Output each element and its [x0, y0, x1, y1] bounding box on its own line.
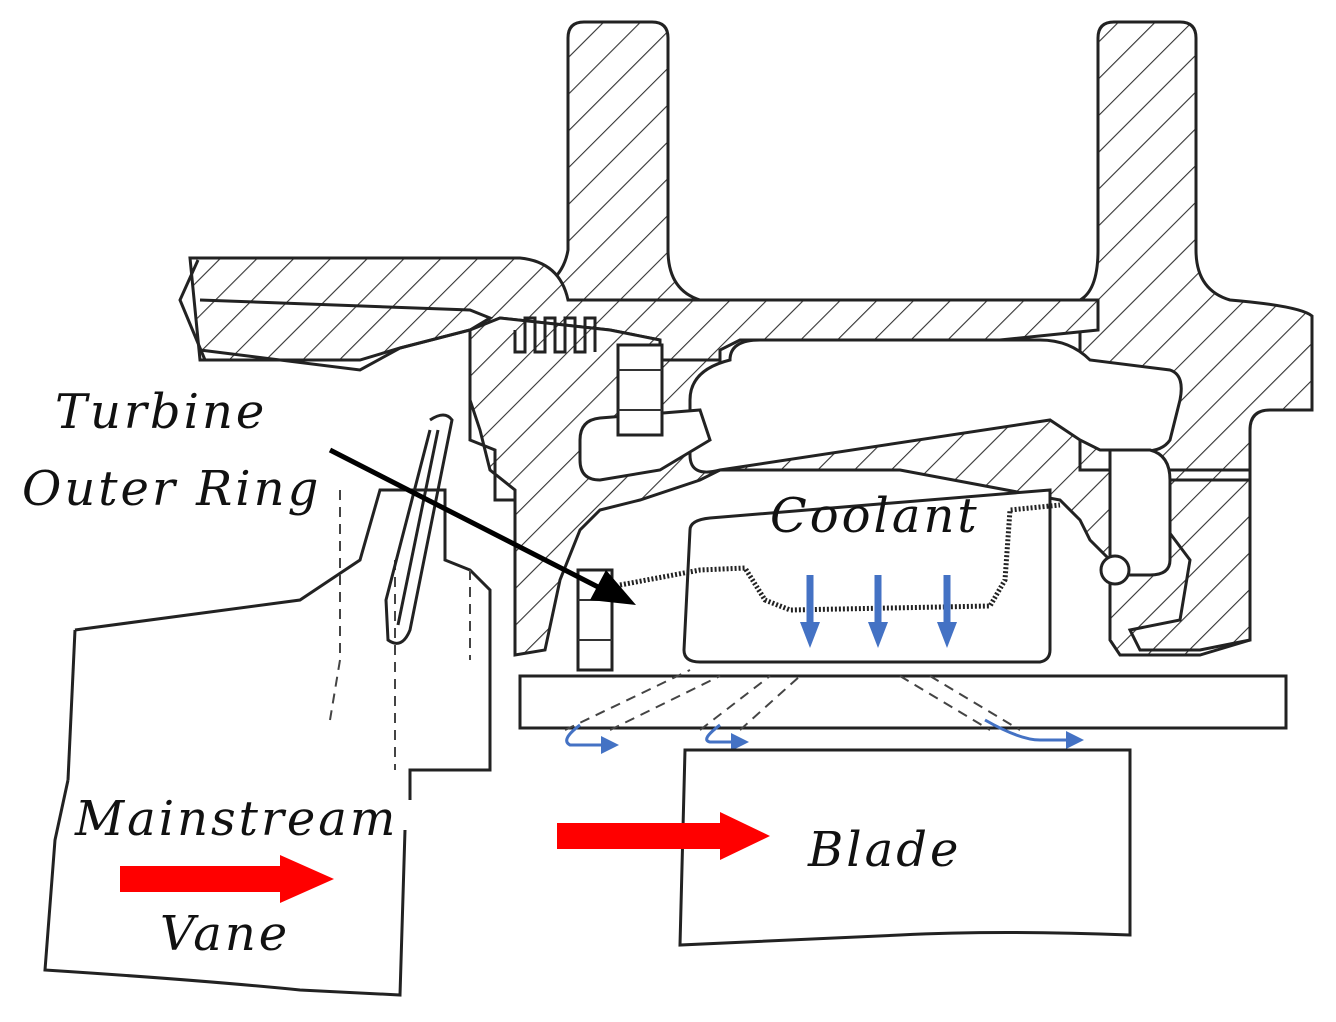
coolant-arrow	[868, 575, 888, 648]
vane-label: Vane	[160, 906, 290, 962]
mainstream-arrow-vane	[120, 855, 334, 903]
vane-structure	[66, 259, 515, 800]
outer-ring-shroud	[518, 669, 1288, 731]
impingement-plate	[619, 502, 1061, 613]
coolant-arrow	[800, 575, 820, 648]
cavities	[578, 338, 1183, 664]
mainstream-arrow-blade	[557, 812, 770, 860]
film-cooling-arrows	[565, 718, 1084, 754]
bellows-seal	[513, 316, 597, 354]
coolant-arrows	[800, 575, 957, 648]
vane-outline	[43, 779, 407, 997]
outer-ring-label: Outer Ring	[22, 461, 321, 517]
turbine-label: Turbine	[55, 384, 267, 440]
pointer-arrow	[328, 447, 636, 605]
coolant-arrow	[937, 575, 957, 648]
mainstream-label: Mainstream	[74, 791, 398, 847]
coolant-label: Coolant	[770, 488, 980, 544]
blade-label: Blade	[807, 822, 961, 878]
blade-outline	[678, 748, 1132, 947]
